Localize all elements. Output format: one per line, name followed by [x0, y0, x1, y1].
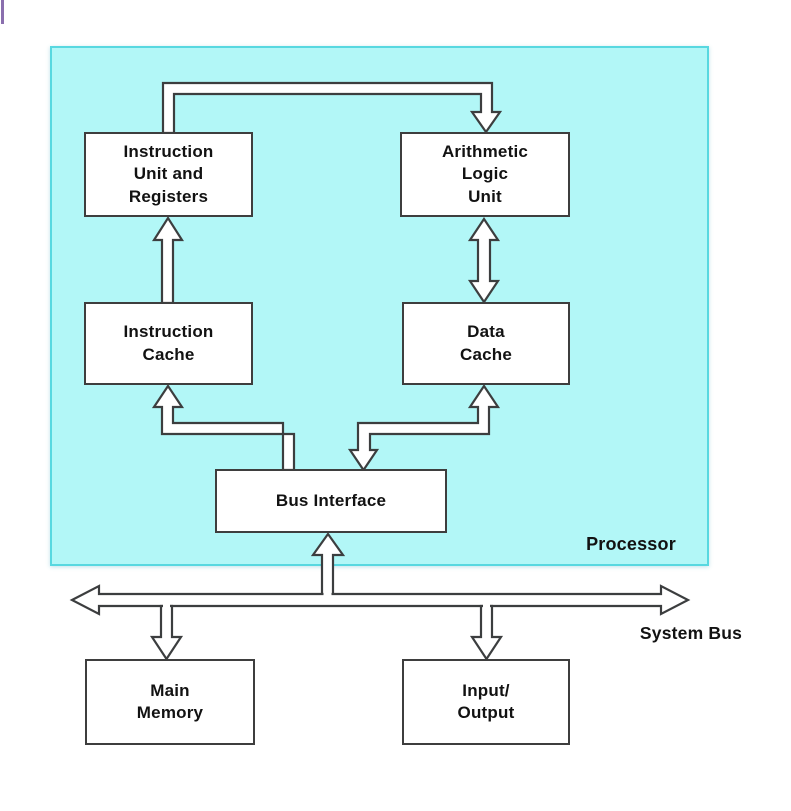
system-bus-arrow — [69, 584, 691, 616]
processor-region-label: Processor — [586, 534, 676, 554]
node-arithmetic-logic-unit: Arithmetic Logic Unit — [400, 132, 570, 217]
node-instruction-cache: Instruction Cache — [84, 302, 253, 385]
node-instruction-unit: Instruction Unit and Registers — [84, 132, 253, 217]
arrow-alu-data-cache-bidirectional — [467, 217, 501, 304]
page-corner-mark — [1, 0, 4, 24]
arrow-instruction-unit-to-alu — [161, 81, 503, 135]
arrow-system-bus-to-input-output — [469, 604, 504, 661]
bus-junction-patch — [483, 601, 490, 610]
node-main-memory: Main Memory — [85, 659, 255, 745]
arrow-system-bus-to-bus-interface — [310, 532, 346, 598]
arrow-bus-interface-to-instruction-cache — [151, 384, 296, 472]
bus-junction-patch — [323, 592, 332, 603]
arrow-data-cache-bus-interface-bidirectional — [347, 384, 501, 472]
arrow-instruction-cache-to-instruction-unit — [151, 215, 185, 305]
node-data-cache: Data Cache — [402, 302, 570, 385]
system-bus-label: System Bus — [639, 623, 743, 643]
node-input-output: Input/ Output — [402, 659, 570, 745]
arrow-system-bus-to-main-memory — [149, 604, 184, 661]
bus-junction-patch — [163, 601, 170, 610]
node-bus-interface: Bus Interface — [215, 469, 447, 533]
